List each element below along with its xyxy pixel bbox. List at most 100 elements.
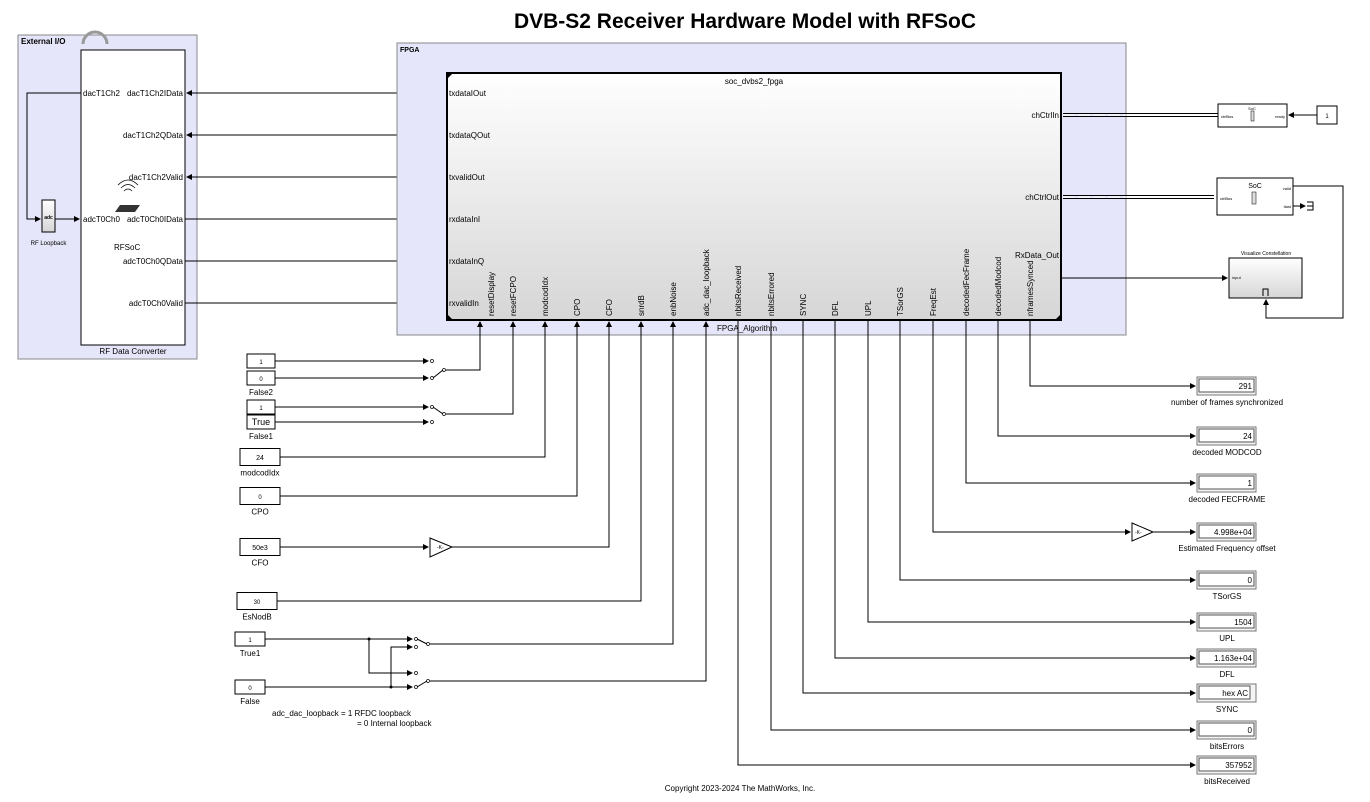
rfdc-out-port: adcT0Ch0Valid <box>129 299 183 308</box>
wire <box>446 321 483 371</box>
display-value: hex AC <box>1222 689 1248 698</box>
constant-value: 1 <box>248 638 252 644</box>
switch-block[interactable] <box>414 637 430 649</box>
display-value: 4.998e+04 <box>1214 528 1253 537</box>
constellation-in-port: input <box>1232 275 1242 280</box>
fpga-left-port: txvalidOut <box>449 173 485 182</box>
wire <box>280 321 580 497</box>
model-title: DVB-S2 Receiver Hardware Model with RFSo… <box>514 10 976 33</box>
fpga-bottom-port: nbitsReceived <box>734 266 743 316</box>
display-label: bitsReceived <box>1204 777 1250 786</box>
constant-block[interactable]: 1 <box>246 353 276 369</box>
display-label: Estimated Frequency offset <box>1178 544 1276 553</box>
wire <box>899 320 1196 583</box>
fpga-bottom-port: decodedFecFrame <box>962 248 971 316</box>
switch-block[interactable] <box>414 671 430 689</box>
soc-channel-writer-block[interactable]: ctrlBus SoC ready <box>1217 103 1288 128</box>
reader-out-port: tlast <box>1284 204 1292 209</box>
display-label: TSorGS <box>1213 592 1242 601</box>
visualize-constellation-block[interactable]: Visualize Constellation input <box>1228 251 1303 299</box>
constant-label: modcodIdx <box>240 469 279 478</box>
gauge-icon <box>81 30 109 45</box>
reader-in-port: ctrlBus <box>1220 196 1232 201</box>
display-block[interactable]: 24 decoded MODCOD <box>1192 426 1262 457</box>
display-value: 1504 <box>1234 618 1252 627</box>
constant-label: False <box>240 697 260 706</box>
fpga-bottom-port: snrdB <box>637 295 646 316</box>
wire <box>277 321 644 602</box>
constant-label: CPO <box>251 508 268 517</box>
wire <box>834 320 1196 661</box>
constant-label: CFO <box>252 559 269 568</box>
rf-data-converter-block[interactable]: RF Data Converter dacT1Ch2 adcT0Ch0 RFSo… <box>80 49 186 356</box>
constant-value: 1 <box>259 406 263 412</box>
display-block[interactable]: 357952 bitsReceived <box>1196 755 1257 786</box>
constant-label: EsNodB <box>242 613 271 622</box>
display-value: 357952 <box>1225 761 1252 770</box>
enable-icon <box>1262 288 1269 296</box>
switch-block[interactable] <box>430 405 446 424</box>
display-label: bitsErrors <box>1210 742 1244 751</box>
fpga-bottom-port: CPO <box>573 299 582 316</box>
fpga-algorithm-block[interactable]: soc_dvbs2_fpga FPGA_Algorithm <box>446 72 1062 333</box>
reader-title: SoC <box>1248 183 1262 190</box>
writer-out-port: ready <box>1275 114 1285 119</box>
display-value: 24 <box>1243 432 1252 441</box>
wire <box>770 320 1196 733</box>
gain-block[interactable]: -K- <box>429 537 454 558</box>
fpga-left-port: rxdataInQ <box>449 257 484 266</box>
chctrlin-bus-wire <box>1063 113 1218 117</box>
wire <box>997 320 1196 439</box>
constellation-title: Visualize Constellation <box>1241 251 1291 257</box>
rfdc-out-port: dacT1Ch2QData <box>123 131 184 140</box>
fpga-bottom-port: modcodIdx <box>541 277 550 316</box>
switch-block[interactable] <box>430 359 446 380</box>
display-value: 1 <box>1248 479 1253 488</box>
fpga-bottom-port: FreqEst <box>929 287 938 316</box>
constant-value: 0 <box>259 377 263 383</box>
terminator-icon <box>1307 201 1314 211</box>
wire <box>452 321 612 548</box>
ready-constant-block[interactable]: 1 <box>1316 105 1338 125</box>
constant-label: False2 <box>249 388 274 397</box>
wire <box>1263 185 1344 319</box>
rf-loopback-block[interactable]: adc RF Loopback <box>31 199 68 247</box>
writer-in-port: ctrlBus <box>1221 114 1233 119</box>
wire <box>965 320 1196 486</box>
rfdc-out-port: dacT1Ch2Valid <box>129 173 183 182</box>
gain-block[interactable]: -K- <box>1131 522 1155 542</box>
display-label: UPL <box>1219 634 1235 643</box>
soc-channel-reader-block[interactable]: ctrlBus SoC valid tlast <box>1216 177 1294 216</box>
wire <box>430 321 709 682</box>
gain-label: -K- <box>1135 530 1142 536</box>
fpga-bottom-port: resetFCPO <box>509 276 518 316</box>
fpga-subsystem-label: FPGA_Algorithm <box>717 324 777 333</box>
rfdc-name-overlay: RFSoC <box>114 243 140 252</box>
fpga-bottom-port: adc_dac_loopback <box>702 248 711 316</box>
rfdc-out-port: adcT0Ch0IData <box>127 215 184 224</box>
constant-block[interactable]: 1 <box>246 399 276 415</box>
antenna-icon <box>115 179 140 212</box>
constant-label: True1 <box>240 649 261 658</box>
fpga-right-port: RxData_Out <box>1015 251 1060 260</box>
fpga-bottom-port: CFO <box>605 299 614 316</box>
fpga-bottom-port: decodedModcod <box>994 257 1003 316</box>
fpga-bottom-port: enbNoise <box>669 282 678 316</box>
display-label: decoded MODCOD <box>1192 448 1262 457</box>
